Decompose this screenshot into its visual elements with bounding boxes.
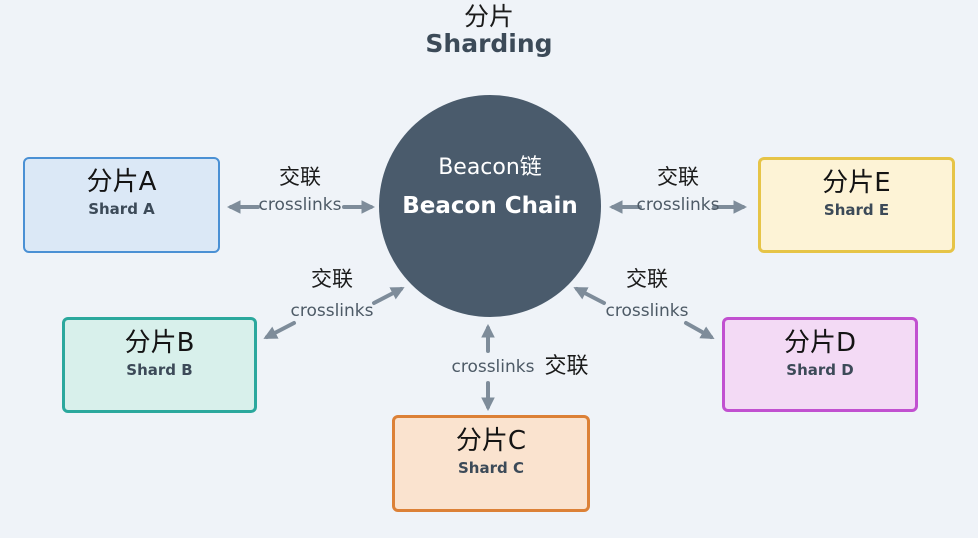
crosslink-b-arrow-out [263,321,296,339]
crosslink-label-a: 交联 crosslinks [230,164,370,215]
diagram-title: 分片 Sharding [0,3,978,57]
diagram-title-zh: 分片 [463,2,514,31]
crosslink-label-a-en: crosslinks [258,195,342,215]
crosslink-label-d-zh: 交联 [626,267,668,291]
crosslink-label-a-zh: 交联 [279,165,321,189]
beacon-chain-label-zh: Beacon链 [438,155,542,180]
crosslink-d-arrow-out [684,321,715,339]
shard-a-node: 分片A Shard A [23,157,220,253]
crosslink-label-b-en: crosslinks [290,301,374,321]
shard-b-node: 分片B Shard B [62,317,257,413]
crosslink-label-e-zh: 交联 [657,165,699,189]
crosslink-label-e: 交联 crosslinks [608,164,748,215]
shard-e-node: 分片E Shard E [758,157,955,253]
crosslink-label-d-en: crosslinks [605,301,689,321]
crosslink-label-e-en: crosslinks [636,195,720,215]
shard-d-node: 分片D Shard D [722,317,918,412]
crosslink-label-c-en: crosslinks [451,357,535,377]
diagram-title-en: Sharding [425,29,553,58]
crosslink-label-c: crosslinks 交联 [445,353,595,381]
shard-d-label-en: Shard D [786,361,854,379]
crosslink-label-d: 交联 crosslinks [577,266,717,321]
crosslink-label-b-zh: 交联 [311,267,353,291]
shard-c-label-zh: 分片C [455,426,527,456]
crosslink-label-b: 交联 crosslinks [262,266,402,321]
shard-e-label-zh: 分片E [822,168,891,198]
shard-e-label-en: Shard E [823,201,890,219]
shard-a-label-en: Shard A [88,200,155,218]
beacon-chain-label-en: Beacon Chain [402,193,578,219]
beacon-chain-node: Beacon链 Beacon Chain [379,95,601,317]
shard-b-label-zh: 分片B [124,328,195,358]
shard-c-node: 分片C Shard C [392,415,590,512]
shard-a-label-zh: 分片A [86,167,157,197]
crosslink-label-c-zh: 交联 [544,354,589,379]
shard-b-label-en: Shard B [126,361,193,379]
shard-c-label-en: Shard C [458,459,524,477]
shard-d-label-zh: 分片D [783,328,857,358]
